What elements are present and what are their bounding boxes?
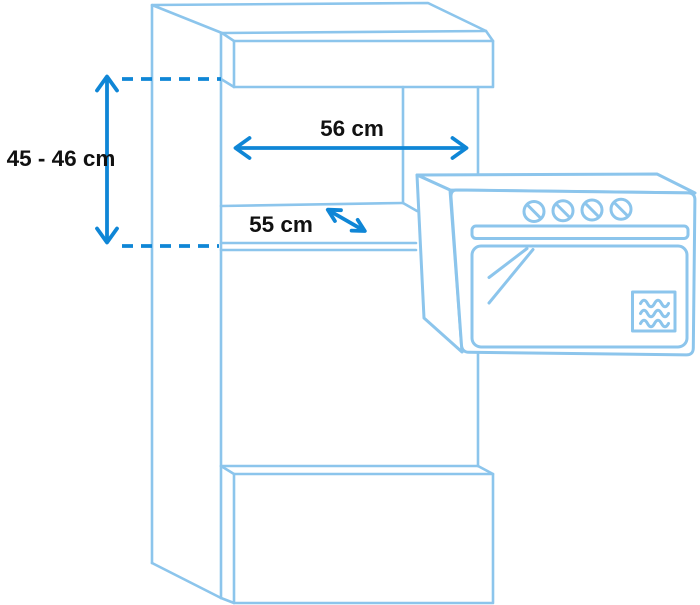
cabinet-shelf (219, 201, 419, 252)
oven-door (470, 244, 689, 349)
cabinet-left-side-bottom-slant (150, 561, 223, 600)
dimension-annotations (95, 74, 469, 248)
width-dimension-arrow (233, 136, 469, 160)
microwave-symbol-icon (631, 290, 677, 333)
oven-left-face (415, 173, 464, 354)
depth-dimension-arrow (325, 207, 367, 233)
niche-width-label: 56 cm (320, 116, 384, 141)
height-dimension-arrow (95, 74, 119, 245)
oven-knob-icon (551, 199, 575, 223)
cabinet-top-panel (219, 29, 495, 89)
oven (415, 172, 697, 357)
oven-knob-icon (580, 198, 604, 222)
niche-depth-label: 55 cm (249, 212, 313, 237)
oven-door-glare (487, 247, 535, 305)
cabinet-top-face (150, 1, 488, 35)
oven-handle (470, 224, 690, 240)
cabinet-outline (150, 1, 495, 605)
cabinet-base-drawer (219, 464, 495, 605)
oven-knob-icon (609, 197, 633, 221)
oven-knobs (522, 197, 633, 223)
dimension-labels: 45 - 46 cm 56 cm 55 cm (7, 116, 384, 237)
niche-height-label: 45 - 46 cm (7, 146, 116, 171)
oven-knob-icon (522, 200, 546, 223)
